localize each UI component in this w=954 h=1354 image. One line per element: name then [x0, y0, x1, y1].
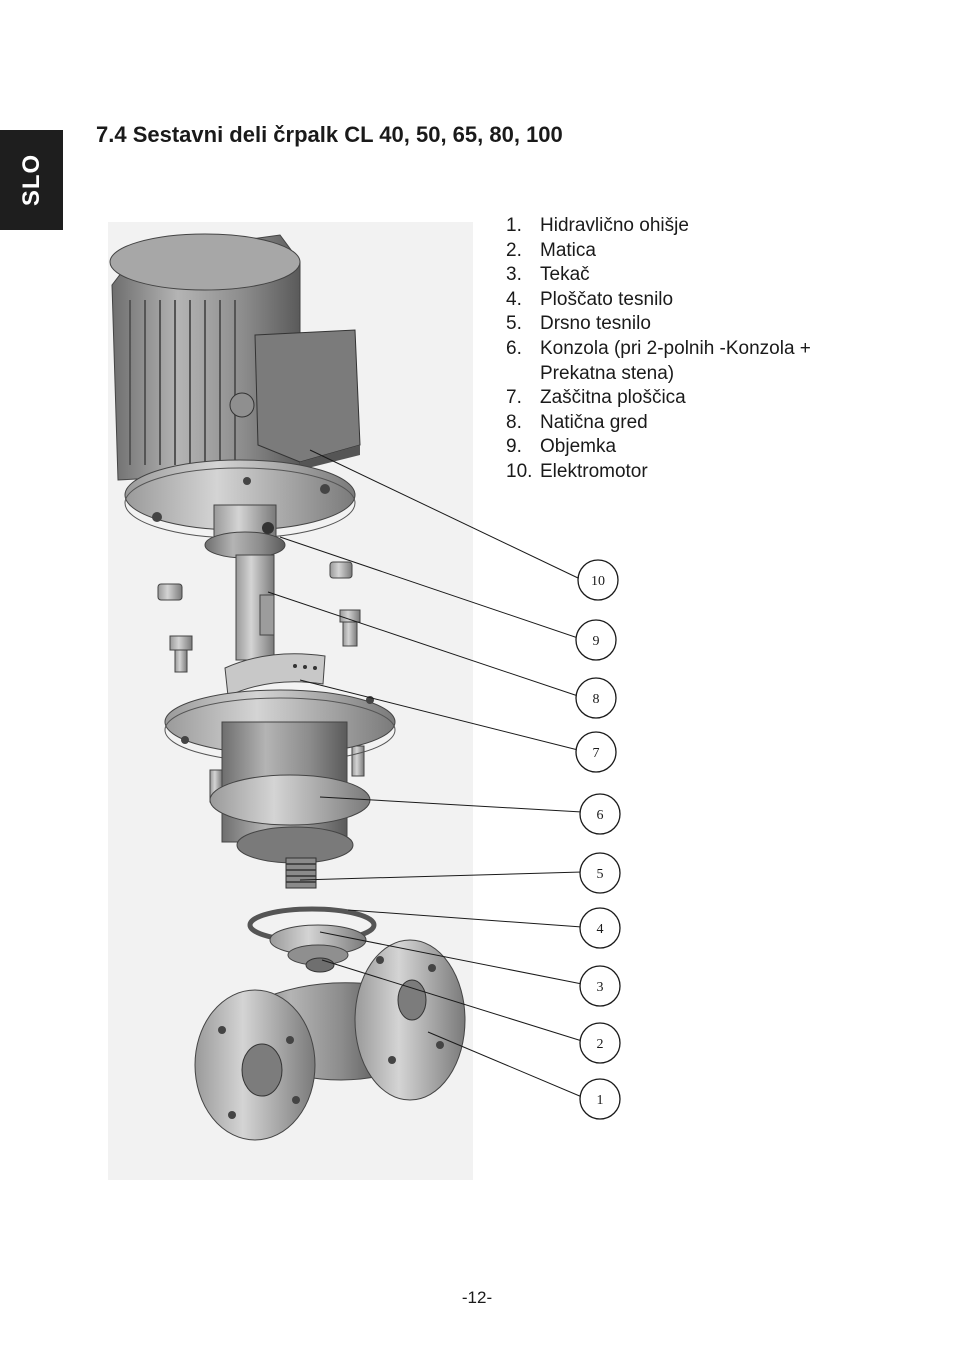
callout-label: 6: [597, 808, 604, 823]
language-tab: SLO: [0, 130, 63, 230]
callout-5: 5: [579, 852, 621, 894]
leader-lines: [267, 449, 583, 1098]
list-item: 6.Konzola (pri 2-polnih -Konzola + Preka…: [506, 337, 811, 384]
parts-list: 1.Hidravlično ohišje 2.Matica 3.Tekač 4.…: [506, 214, 866, 485]
electric-motor: [109, 233, 361, 539]
callout-label: 4: [597, 922, 604, 937]
callout-6: 6: [579, 793, 621, 835]
shaft: [235, 554, 275, 661]
list-item: 2.Matica: [506, 239, 596, 261]
callout-label: 2: [597, 1037, 604, 1052]
clamp: [204, 504, 286, 559]
callout-2: 2: [579, 1022, 621, 1064]
list-item: 8.Natična gred: [506, 411, 648, 433]
impeller: [269, 924, 367, 973]
callout-label: 10: [591, 574, 605, 589]
list-item: 10.Elektromotor: [506, 460, 648, 482]
callout-8: 8: [575, 677, 617, 719]
list-item: 3.Tekač: [506, 264, 590, 286]
section-title: 7.4 Sestavni deli črpalk CL 40, 50, 65, …: [96, 122, 563, 147]
protective-plate: [224, 653, 326, 697]
callout-10: 10: [577, 559, 619, 601]
callout-label: 1: [597, 1093, 604, 1108]
list-item: 5.Drsno tesnilo: [506, 313, 651, 335]
callout-7: 7: [575, 731, 617, 773]
callout-label: 5: [597, 867, 604, 882]
callout-1: 1: [579, 1078, 621, 1120]
page-number: -12-: [461, 1288, 493, 1307]
callout-label: 8: [593, 692, 600, 707]
callout-label: 3: [597, 980, 604, 995]
callout-4: 4: [579, 907, 621, 949]
callout-3: 3: [579, 965, 621, 1007]
bracket: [164, 689, 396, 864]
nut: [305, 957, 335, 973]
hydraulic-housing: [194, 939, 466, 1141]
callout-label: 7: [593, 746, 600, 761]
callout-9: 9: [575, 619, 617, 661]
list-item: 9.Objemka: [506, 436, 617, 458]
list-item: 7.Zaščitna ploščica: [506, 387, 686, 409]
list-item: 1.Hidravlično ohišje: [506, 215, 689, 236]
mechanical-seal: [285, 857, 317, 889]
callout-label: 9: [593, 634, 600, 649]
list-item: 4.Ploščato tesnilo: [506, 288, 674, 310]
